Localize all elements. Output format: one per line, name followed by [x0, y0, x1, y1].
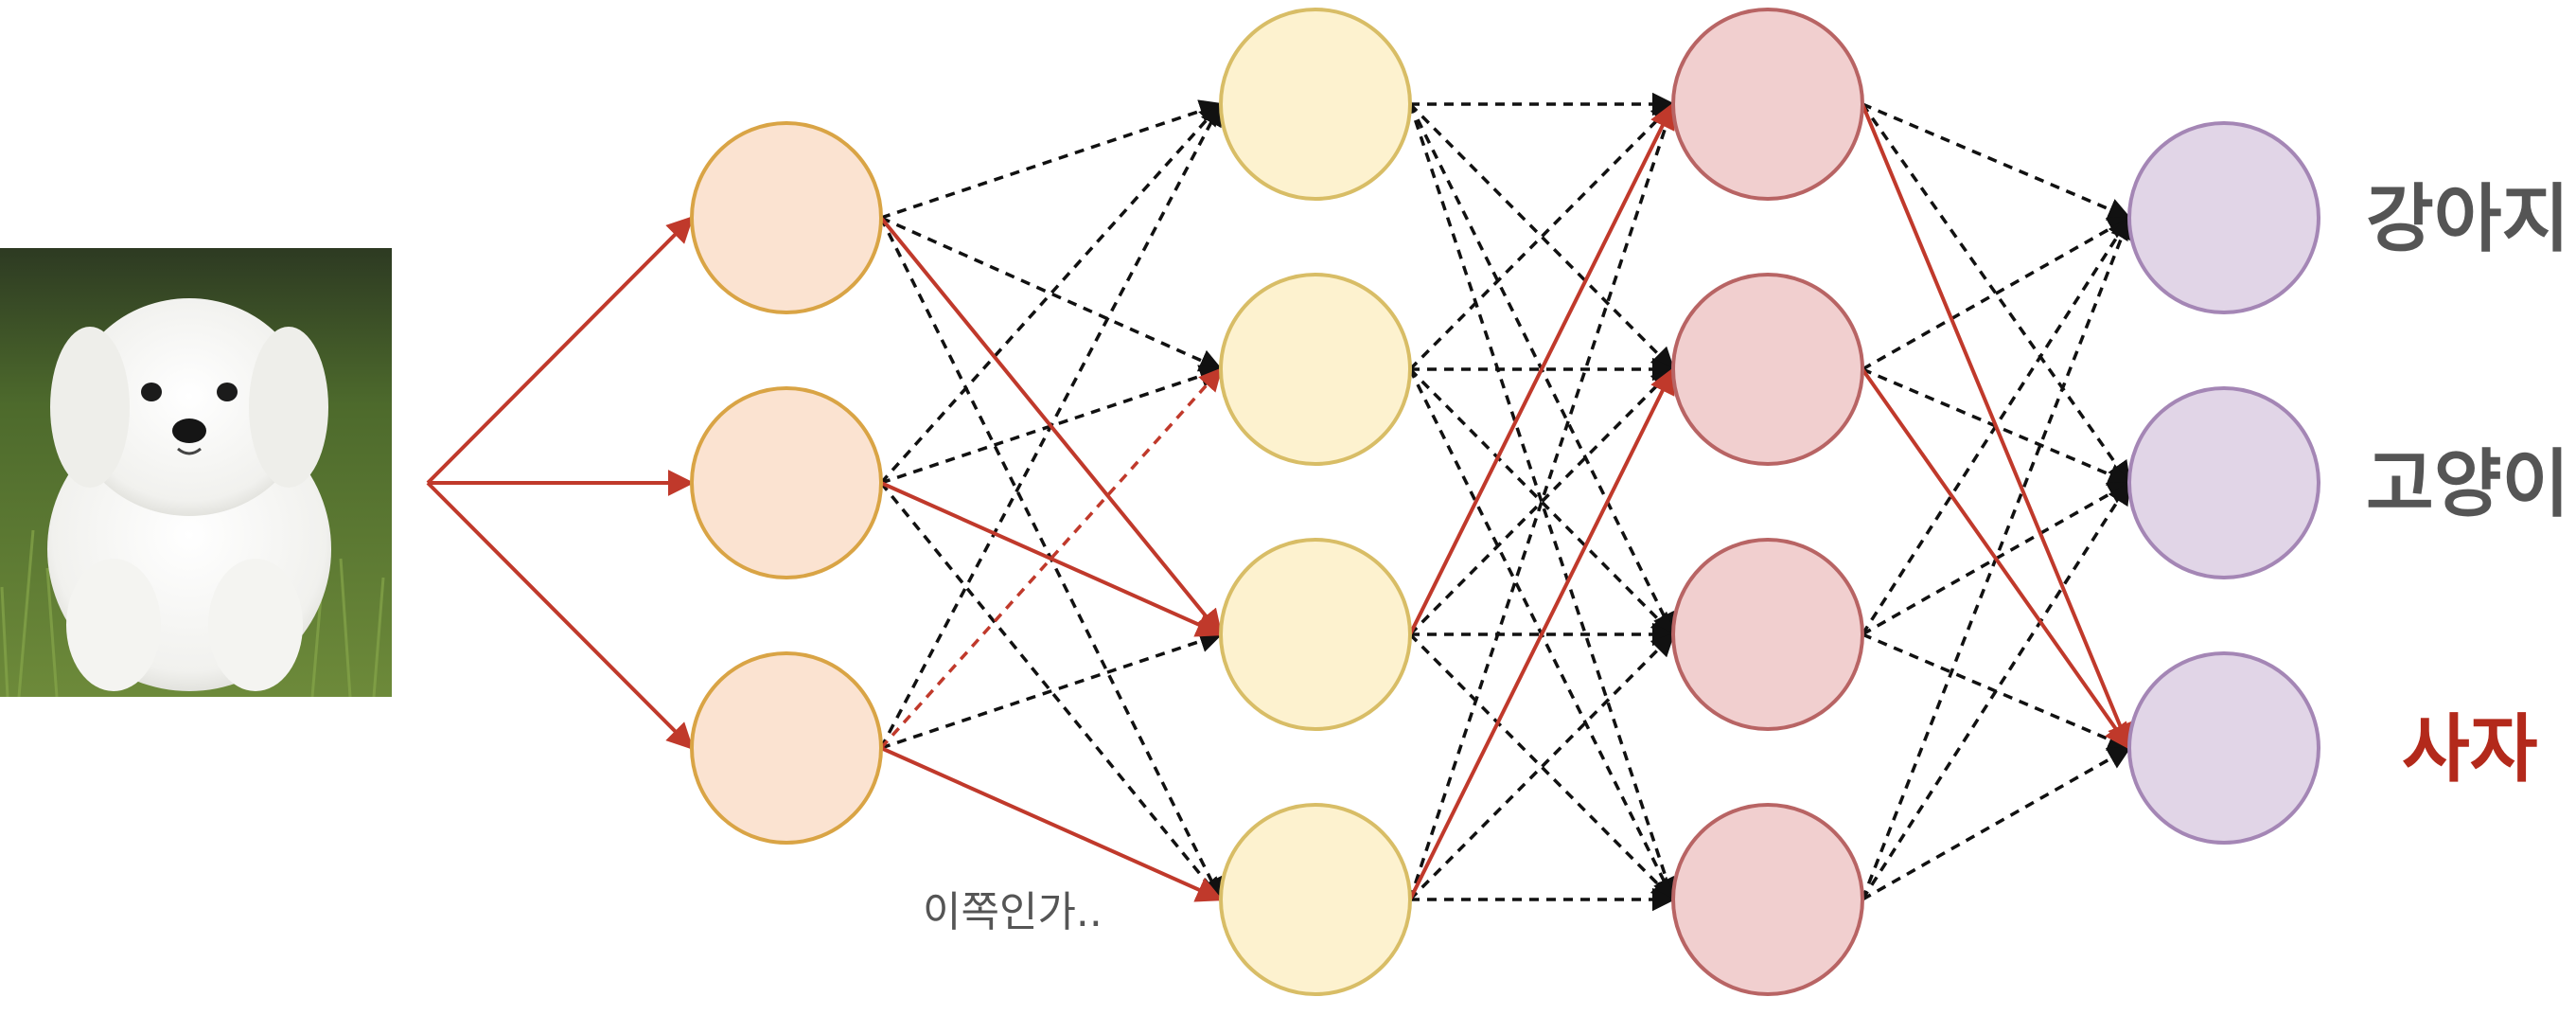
- label-lion: 사자: [2402, 707, 2538, 792]
- highlighted-path: [426, 101, 2133, 902]
- grass-blades: [0, 529, 385, 698]
- highlighted-edge: [1408, 101, 1675, 635]
- hidden1-node-1: [1219, 8, 1412, 201]
- dashed-edge: [1861, 216, 2132, 371]
- label-cat: 고양이: [2366, 442, 2569, 527]
- hidden1-node-2: [1219, 273, 1412, 466]
- hidden2-node-4: [1671, 803, 1864, 996]
- dashed-edge: [880, 216, 1224, 372]
- dashed-edge: [880, 99, 1224, 220]
- highlighted-edge: [880, 481, 1224, 637]
- input-edge: [426, 216, 694, 485]
- network-nodes: [690, 8, 2320, 996]
- hidden2-node-1: [1671, 8, 1864, 201]
- dashed-edge: [1408, 367, 1675, 636]
- hidden2-node-2: [1671, 273, 1864, 466]
- dashed-edge: [880, 630, 1224, 750]
- highlighted-edge: [1408, 366, 1675, 900]
- input-node-3: [690, 651, 883, 845]
- input-node-1: [690, 121, 883, 314]
- dashed-edge: [1408, 102, 1675, 371]
- dashed-edge: [1408, 632, 1675, 901]
- output-node-2: [2127, 386, 2320, 579]
- highlighted-edge: [1861, 367, 2131, 751]
- highlighted-edge: [879, 216, 1223, 637]
- output-node-3: [2127, 651, 2320, 845]
- output-node-1: [2127, 121, 2320, 314]
- annotation-text: 이쪽인가..: [923, 888, 1103, 936]
- hidden1-node-3: [1219, 538, 1412, 731]
- puppy-icon: [47, 298, 331, 691]
- dashed-edge: [1861, 102, 2131, 486]
- dashed-edge: [879, 481, 1223, 901]
- dashed-edge: [1408, 101, 1678, 900]
- label-dog: 강아지: [2366, 177, 2569, 262]
- dashed-edge: [1861, 102, 2132, 221]
- input-node-2: [690, 386, 883, 579]
- highlighted-edge: [1861, 103, 2133, 751]
- dashed-connections: [879, 92, 2133, 912]
- dashed-edge: [1408, 632, 1675, 901]
- dashed-edge: [1408, 102, 1675, 371]
- dashed-edge: [1408, 103, 1678, 902]
- dashed-edge: [1861, 746, 2132, 901]
- dashed-edge: [1861, 480, 2131, 900]
- input-image: [0, 248, 392, 698]
- hidden1-node-4: [1219, 803, 1412, 996]
- highlighted-edge: [880, 746, 1224, 902]
- hidden2-node-3: [1671, 538, 1864, 731]
- input-edge: [426, 481, 694, 750]
- dashed-edge: [1408, 367, 1675, 636]
